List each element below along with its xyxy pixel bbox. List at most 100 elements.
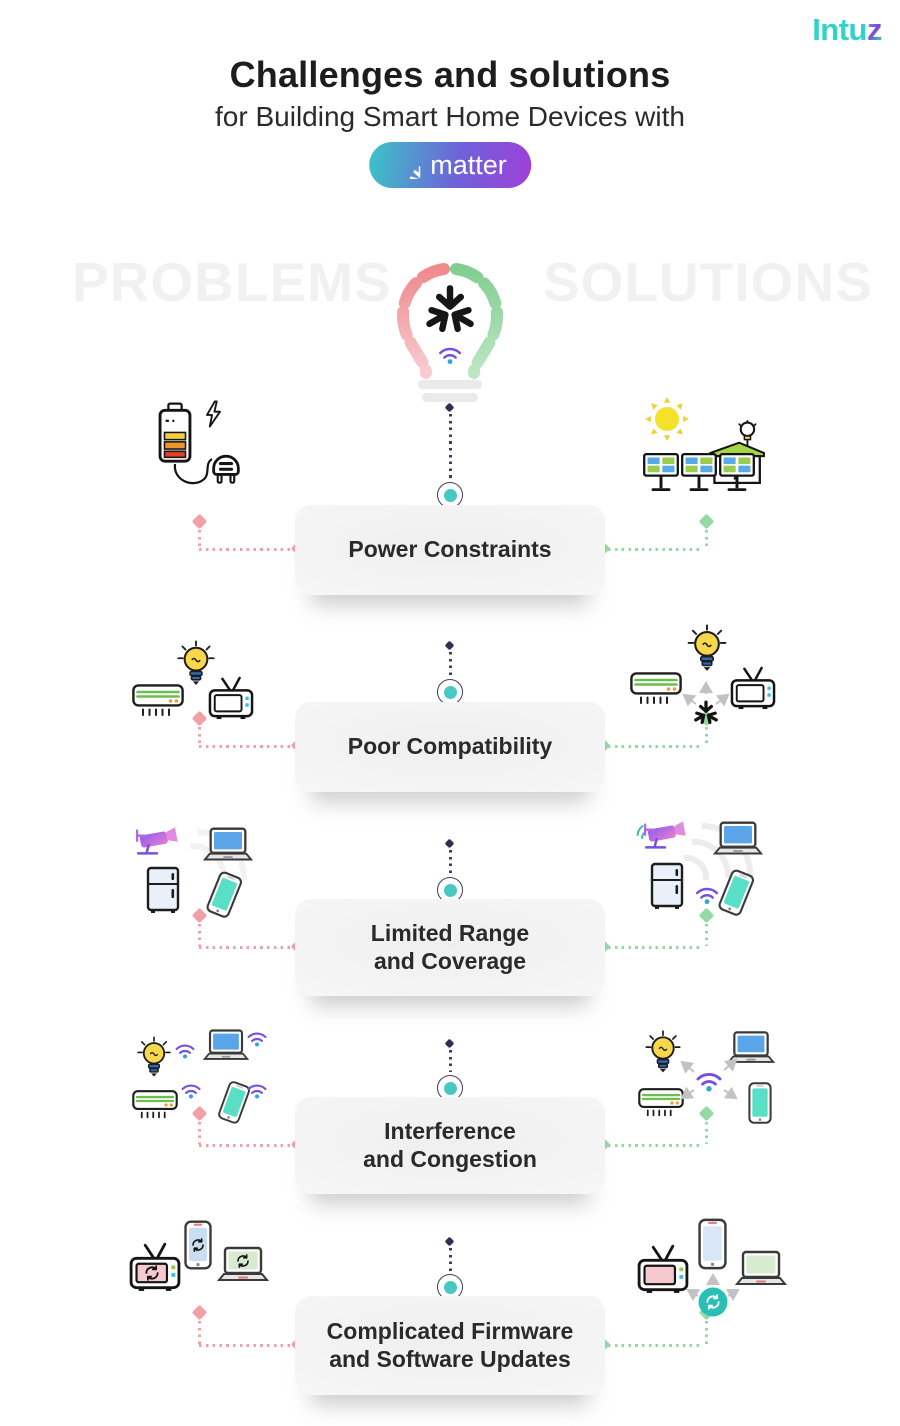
solution-icon-unified-update	[637, 1218, 787, 1317]
problem-connector-line	[199, 548, 292, 551]
lightning-bolt-icon	[206, 400, 221, 428]
band-label-line: Interference	[384, 1117, 516, 1144]
solution-connector-line	[705, 1122, 708, 1144]
problem-connector-line	[198, 530, 201, 548]
ac-unit-icon	[132, 1090, 178, 1119]
laptop-icon	[727, 1031, 775, 1064]
phone-icon	[205, 870, 244, 920]
wifi-icon	[695, 887, 719, 906]
tv-icon	[208, 676, 254, 720]
bulb-icon	[137, 1036, 171, 1078]
tv-icon	[637, 1244, 689, 1294]
solution-connector-line	[705, 530, 708, 548]
timeline-line	[449, 414, 452, 478]
solution-connector-line	[608, 946, 701, 949]
wifi-icon	[175, 1044, 195, 1060]
problem-connector-line	[199, 745, 292, 748]
band-label-line: Power Constraints	[348, 536, 552, 563]
solution-connector-line	[705, 924, 708, 946]
timeline-dot	[444, 838, 455, 849]
sun-icon	[645, 397, 689, 441]
wifi-icon	[247, 1084, 267, 1100]
tv-icon	[730, 666, 776, 710]
solution-icon-solar-home	[643, 397, 766, 493]
band-label-line: and Coverage	[373, 947, 527, 974]
fridge-icon	[650, 862, 684, 910]
camera-signal-icon	[636, 825, 646, 839]
problem-connector-line	[198, 1122, 201, 1144]
matter-logo-icon	[393, 152, 420, 179]
ac-unit-icon	[132, 684, 184, 717]
matter-badge: matter	[369, 142, 531, 188]
timeline-node	[437, 482, 463, 508]
solution-icon-matter-connected-devices	[630, 624, 776, 727]
security-camera-icon	[643, 820, 687, 849]
battery-icon	[158, 402, 192, 463]
problem-icon-weak-signal-devices	[135, 826, 253, 920]
solution-connector-line	[705, 727, 708, 745]
problem-icon-per-device-updates	[129, 1220, 269, 1292]
laptop-icon	[203, 827, 253, 861]
solution-connector-line	[608, 1144, 701, 1147]
intuz-logo: Intuz	[812, 12, 882, 48]
solutions-watermark: SOLUTIONS	[543, 251, 873, 313]
connection-arrows	[686, 1273, 740, 1302]
fridge-icon	[146, 866, 180, 914]
solution-connector-diamond	[698, 513, 715, 530]
wifi-icon	[438, 347, 462, 366]
bulb-icon	[645, 1030, 681, 1074]
solution-connector-line	[608, 745, 701, 748]
page-subtitle: for Building Smart Home Devices with	[215, 101, 685, 132]
ac-unit-icon	[630, 672, 682, 705]
challenge-band-poor-compatibility: Poor Compatibility	[295, 702, 605, 792]
problem-connector-line	[198, 1321, 201, 1344]
problem-connector-line	[199, 1344, 292, 1347]
problem-icon-incompatible-devices	[132, 640, 254, 720]
challenge-band-power-constraints: Power Constraints	[295, 505, 605, 595]
bulb-icon	[177, 640, 215, 687]
band-label-line: Poor Compatibility	[347, 733, 553, 760]
matter-logo-icon	[424, 288, 476, 333]
problem-icon-many-wifi-networks	[132, 1029, 267, 1124]
problem-connector-diamond	[191, 513, 208, 530]
bulb-icon	[687, 624, 727, 672]
wifi-icon	[247, 1032, 267, 1048]
timeline-node	[437, 1274, 463, 1300]
phone-icon	[748, 1082, 772, 1124]
matter-badge-label: matter	[430, 149, 507, 180]
connection-arrows	[682, 681, 730, 707]
phone-icon	[698, 1218, 727, 1270]
solution-icon-single-wifi-network	[638, 1030, 775, 1124]
phone-icon	[717, 868, 756, 918]
band-label-line: and Software Updates	[329, 1345, 571, 1372]
problem-connector-line	[199, 1144, 292, 1147]
timeline-line	[449, 1248, 452, 1271]
timeline-line	[449, 850, 452, 874]
connection-arrows	[680, 1058, 738, 1100]
problem-connector-line	[199, 946, 292, 949]
problems-watermark: PROBLEMS	[72, 251, 392, 313]
laptop-icon	[203, 1029, 249, 1061]
band-label-line: Complicated Firmware	[326, 1317, 574, 1344]
intuz-logo-text: Intu	[812, 12, 867, 47]
timeline-line	[449, 1050, 452, 1072]
timeline-dot	[444, 640, 455, 651]
phone-icon	[184, 1220, 212, 1270]
security-camera-icon	[135, 826, 179, 855]
problem-connector-line	[198, 727, 201, 745]
intuz-logo-accent: z	[867, 12, 883, 47]
problem-connector-line	[198, 924, 201, 946]
matter-logo-icon	[692, 700, 720, 727]
plug-icon	[212, 454, 240, 484]
laptop-icon	[735, 1250, 787, 1286]
solar-panel-icon	[719, 452, 755, 493]
solution-icon-full-coverage-devices	[636, 820, 763, 918]
band-label-line: Limited Range	[370, 919, 530, 946]
phone-icon	[216, 1079, 252, 1124]
matter-smart-bulb-icon	[396, 263, 504, 402]
laptop-icon	[713, 821, 763, 855]
